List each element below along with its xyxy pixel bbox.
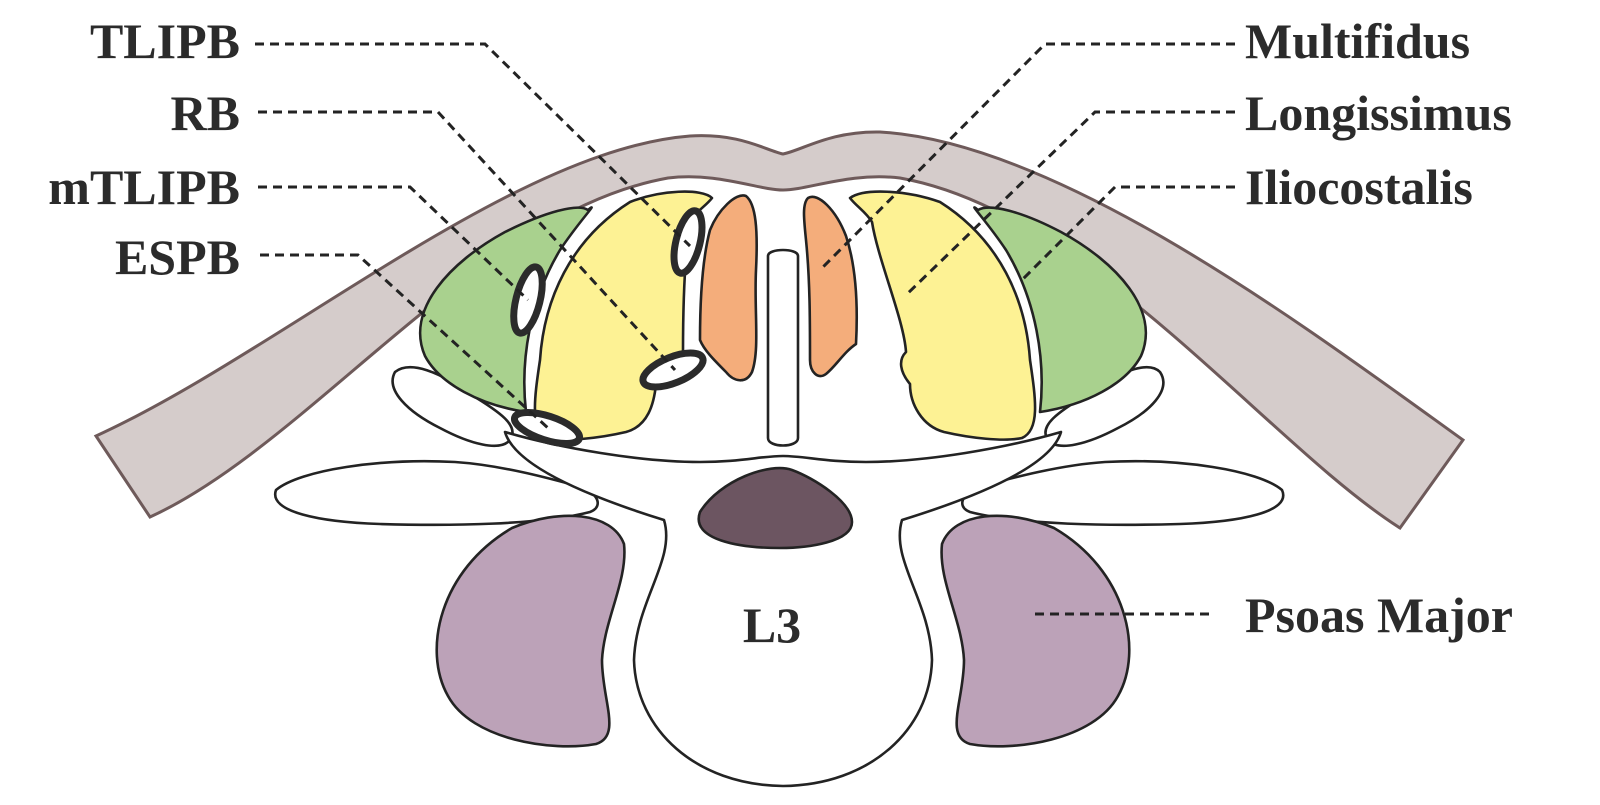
right-iliocostalis-muscle xyxy=(973,206,1148,414)
longissimus-leader-line xyxy=(903,110,1235,298)
left-iliocostalis-muscle xyxy=(418,206,593,414)
mtlipb-leader-line xyxy=(258,185,530,302)
right-longissimus-muscle xyxy=(848,190,1037,441)
left-psoas-major-muscle xyxy=(435,514,626,748)
spinal-canal xyxy=(697,466,854,550)
left-multifidus-muscle xyxy=(698,194,758,382)
label-multifidus: Multifidus xyxy=(1245,13,1470,69)
multifidus-leader-line xyxy=(818,42,1235,272)
label-iliocostalis: Iliocostalis xyxy=(1245,159,1473,215)
vertebra-l3 xyxy=(503,430,1063,788)
espb-injection-site xyxy=(510,408,584,448)
label-espb: ESPB xyxy=(115,229,240,285)
label-longissimus: Longissimus xyxy=(1245,85,1512,141)
rb-leader-line xyxy=(258,110,677,372)
label-vertebra-l3: L3 xyxy=(743,597,801,653)
right-transverse-process xyxy=(961,459,1285,527)
right-psoas-major-muscle xyxy=(940,514,1131,748)
label-psoas-major: Psoas Major xyxy=(1245,587,1513,643)
label-tlipb: TLIPB xyxy=(90,13,240,69)
right-multifidus-muscle xyxy=(802,195,858,378)
label-mtlipb: mTLIPB xyxy=(48,159,240,215)
spinous-process xyxy=(766,248,800,447)
iliocostalis-leader-line xyxy=(1020,185,1235,282)
skin-layer xyxy=(93,130,1466,531)
espb-leader-line xyxy=(260,253,550,430)
label-rb: RB xyxy=(171,85,240,141)
left-transverse-process xyxy=(273,459,599,527)
tlipb-leader-line xyxy=(255,42,692,248)
